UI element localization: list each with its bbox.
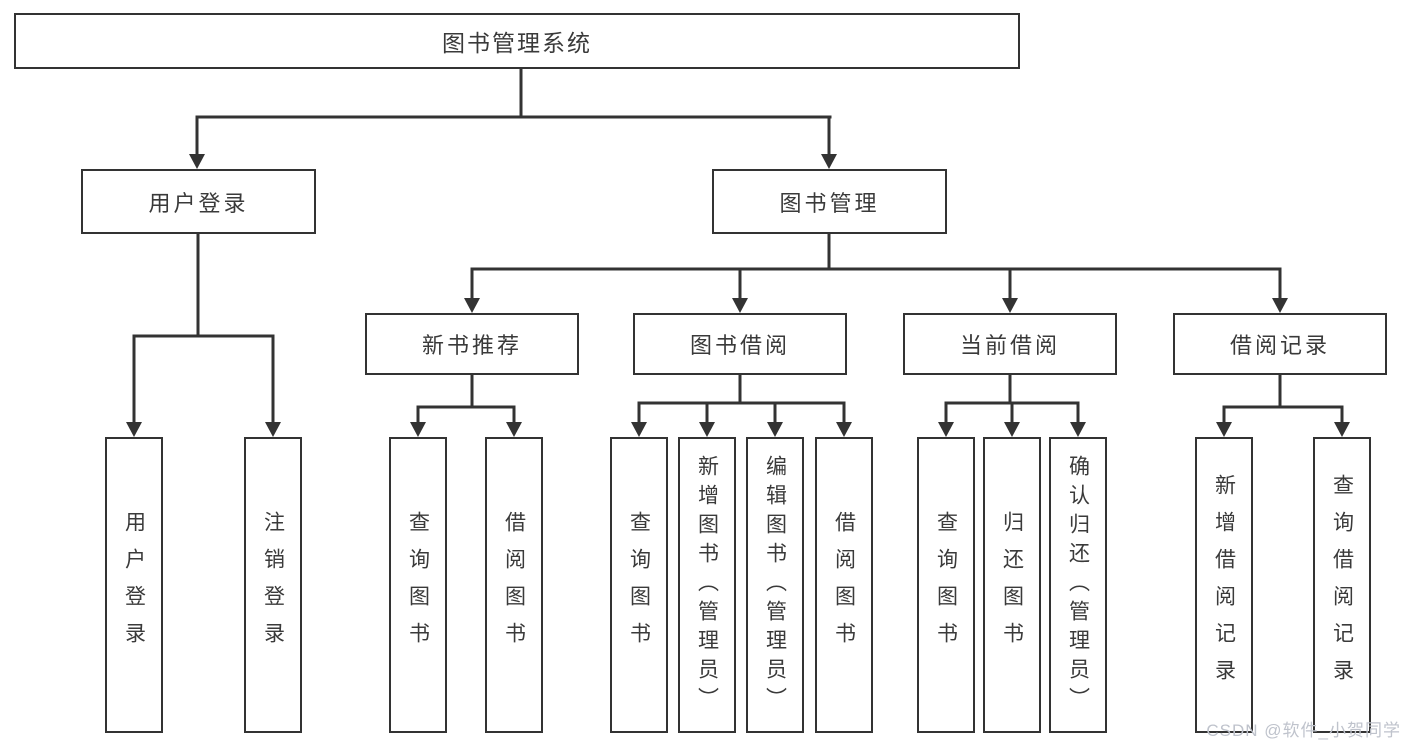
- node-borrowing-records-label: 借阅记录: [1229, 333, 1330, 358]
- node-current-borrowing-label: 当前借阅: [959, 333, 1060, 358]
- leaf-borrow-books: 借阅图书: [485, 437, 543, 733]
- leaf-logout: 注销登录: [244, 437, 302, 733]
- leaf-add-book-admin-label: 新增图书（管理员）: [695, 454, 719, 716]
- node-borrowing-records: 借阅记录: [1173, 313, 1387, 375]
- leaf-borrow-books-label: 借阅图书: [502, 511, 526, 659]
- leaf-query-books-label: 查询图书: [406, 511, 430, 659]
- node-book-borrowing-label: 图书借阅: [689, 333, 790, 358]
- leaf-add-borrow-record-label: 新增借阅记录: [1212, 474, 1236, 696]
- leaf-confirm-return-admin-label: 确认归还（管理员）: [1066, 454, 1090, 716]
- leaf-user-login-label: 用户登录: [122, 511, 146, 659]
- leaf-query-books: 查询图书: [917, 437, 975, 733]
- leaf-query-borrow-record-label: 查询借阅记录: [1330, 474, 1354, 696]
- node-new-book-recommend-label: 新书推荐: [421, 333, 522, 358]
- leaf-add-borrow-record: 新增借阅记录: [1195, 437, 1253, 733]
- leaf-user-login: 用户登录: [105, 437, 163, 733]
- node-new-book-recommend: 新书推荐: [365, 313, 579, 375]
- leaf-query-books: 查询图书: [389, 437, 447, 733]
- leaf-edit-book-admin: 编辑图书（管理员）: [746, 437, 804, 733]
- node-current-borrowing: 当前借阅: [903, 313, 1117, 375]
- node-book-management-label: 图书管理: [779, 190, 880, 216]
- leaf-logout-label: 注销登录: [261, 511, 285, 659]
- node-book-management: 图书管理: [712, 169, 947, 234]
- leaf-query-books-label: 查询图书: [934, 511, 958, 659]
- node-book-borrowing: 图书借阅: [633, 313, 847, 375]
- leaf-borrow-books: 借阅图书: [815, 437, 873, 733]
- leaf-query-books-label: 查询图书: [627, 511, 651, 659]
- node-user-login-label: 用户登录: [148, 190, 249, 216]
- leaf-edit-book-admin-label: 编辑图书（管理员）: [763, 454, 787, 716]
- node-user-login: 用户登录: [81, 169, 316, 234]
- node-library-system: 图书管理系统: [14, 13, 1020, 69]
- node-library-system-label: 图书管理系统: [442, 30, 592, 56]
- leaf-return-books: 归还图书: [983, 437, 1041, 733]
- leaf-borrow-books-label: 借阅图书: [832, 511, 856, 659]
- leaf-query-borrow-record: 查询借阅记录: [1313, 437, 1371, 733]
- leaf-query-books: 查询图书: [610, 437, 668, 733]
- csdn-watermark: CSDN @软件_小贺同学: [1206, 721, 1401, 740]
- leaf-add-book-admin: 新增图书（管理员）: [678, 437, 736, 733]
- leaf-confirm-return-admin: 确认归还（管理员）: [1049, 437, 1107, 733]
- leaf-return-books-label: 归还图书: [1000, 511, 1024, 659]
